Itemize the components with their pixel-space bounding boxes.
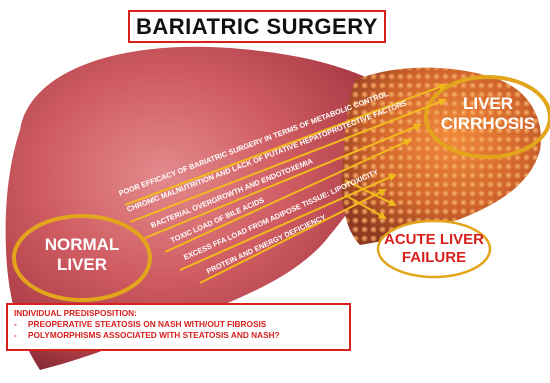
- normal-liver-label-line2: LIVER: [30, 255, 134, 275]
- predisposition-box: INDIVIDUAL PREDISPOSITION: - PREOPERATIV…: [6, 303, 351, 351]
- predisposition-item-text: POLYMORPHISMS ASSOCIATED WITH STEATOSIS …: [28, 330, 280, 341]
- liver-cirrhosis-label: LIVER CIRRHOSIS: [426, 94, 550, 133]
- bullet-dash: -: [14, 330, 28, 341]
- predisposition-item-text: PREOPERATIVE STEATOSIS ON NASH WITH/OUT …: [28, 319, 266, 330]
- liver-cirrhosis-label-line2: CIRRHOSIS: [426, 114, 550, 134]
- predisposition-item: - PREOPERATIVE STEATOSIS ON NASH WITH/OU…: [14, 319, 343, 330]
- acute-failure-label: ACUTE LIVER FAILURE: [380, 231, 488, 267]
- normal-liver-label-line1: NORMAL: [30, 235, 134, 255]
- liver-cirrhosis-label-line1: LIVER: [426, 94, 550, 114]
- acute-failure-label-line2: FAILURE: [380, 249, 488, 267]
- normal-liver-label: NORMAL LIVER: [30, 235, 134, 274]
- bullet-dash: -: [14, 319, 28, 330]
- title-box: BARIATRIC SURGERY: [128, 10, 386, 43]
- predisposition-item: - POLYMORPHISMS ASSOCIATED WITH STEATOSI…: [14, 330, 343, 341]
- predisposition-heading: INDIVIDUAL PREDISPOSITION:: [14, 308, 343, 319]
- acute-failure-label-line1: ACUTE LIVER: [380, 231, 488, 249]
- page-title: BARIATRIC SURGERY: [136, 14, 378, 40]
